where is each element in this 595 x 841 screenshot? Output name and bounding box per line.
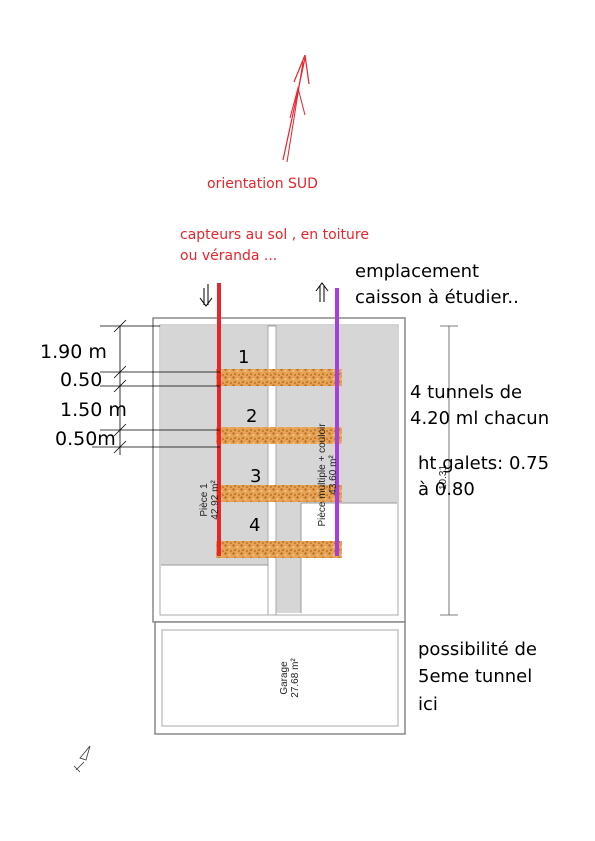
tunnel-1 — [216, 369, 342, 386]
garage-outline — [154, 621, 406, 735]
tunnels-note-line1: 4 tunnels de — [410, 382, 522, 403]
dimension-2: 0.50 — [60, 369, 102, 391]
up-arrow-icon — [315, 282, 329, 302]
piece-multiple-area: 43.60 m² — [328, 455, 339, 495]
dimension-1: 1.90 m — [40, 341, 107, 363]
garage-name: Garage — [279, 661, 290, 695]
vertical-dimension-label: 10.31 — [438, 465, 449, 490]
orientation-arrow — [282, 54, 310, 163]
piece1-name: Pièce 1 — [199, 483, 210, 517]
dimension-4: 0.50m — [55, 428, 116, 450]
capteurs-label-line1: capteurs au sol , en toiture — [180, 227, 369, 243]
capteurs-label-line2: ou véranda ... — [180, 248, 277, 264]
tunnel-number-2: 2 — [246, 406, 257, 427]
possibilite-note-line2: 5eme tunnel — [418, 666, 532, 687]
tunnel-3 — [216, 485, 342, 502]
tunnels-note-line2: 4.20 ml chacun — [410, 408, 549, 429]
tunnel-number-3: 3 — [250, 466, 261, 487]
piece-multiple-name: Pièce multiple + couloir — [317, 423, 328, 527]
piece1-area: 42.92 m² — [210, 480, 221, 520]
tunnel-2 — [216, 427, 342, 444]
tunnel-4 — [216, 541, 342, 558]
garage-area: 27.68 m² — [290, 658, 301, 698]
galets-note-line2: à 0.80 — [418, 479, 475, 500]
emplacement-label-line2: caisson à étudier.. — [355, 287, 519, 308]
possibilite-note-line1: possibilité de — [418, 639, 537, 660]
tunnel-number-4: 4 — [249, 515, 260, 536]
dimension-3: 1.50 m — [60, 399, 127, 421]
orientation-label: orientation SUD — [207, 176, 318, 192]
vertical-dimension — [440, 325, 458, 616]
dimension-lines — [92, 319, 220, 455]
emplacement-label-line1: emplacement — [355, 261, 479, 282]
tunnel-number-1: 1 — [238, 347, 249, 368]
piece1-floor — [161, 326, 268, 565]
possibilite-note-line3: ici — [418, 694, 438, 715]
gravel-tunnels — [216, 369, 342, 558]
down-arrow-icon — [199, 284, 213, 307]
north-symbol-icon — [73, 745, 91, 773]
galets-note-line1: ht galets: 0.75 — [418, 453, 549, 474]
